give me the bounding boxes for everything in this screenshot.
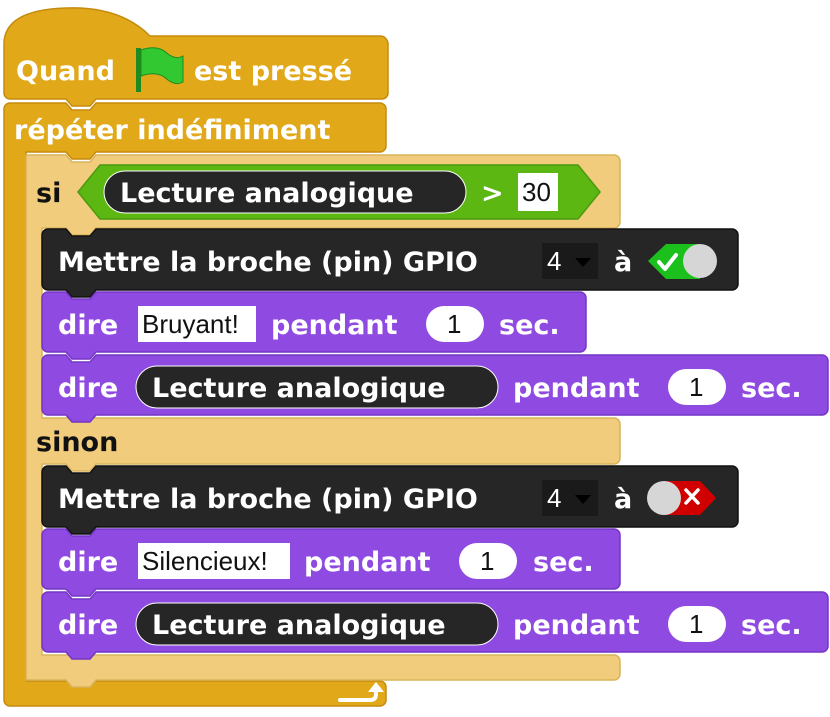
- set-pin-label: Mettre la broche (pin) GPIO: [58, 247, 478, 278]
- say-for-secs-block-2[interactable]: dire Lecture analogique pendant 1 sec.: [41, 354, 829, 423]
- say-label: dire: [58, 610, 118, 641]
- greater-than-operator[interactable]: Lecture analogique > 30: [77, 164, 601, 220]
- analog-read-reporter[interactable]: Lecture analogique: [103, 170, 467, 214]
- say-text-value: Bruyant!: [142, 309, 239, 339]
- forever-block[interactable]: répéter indéfiniment: [3, 102, 387, 707]
- seconds-input[interactable]: [459, 543, 517, 579]
- seconds-value: 1: [447, 309, 461, 339]
- pin-value: 4: [547, 246, 561, 276]
- pin-state-toggle-on[interactable]: [648, 244, 717, 279]
- analog-read-reporter[interactable]: Lecture analogique: [135, 602, 499, 646]
- for-label: pendant: [271, 310, 398, 341]
- if-label: si: [36, 178, 61, 209]
- hat-label-before: Quand: [16, 56, 115, 87]
- unit-label: sec.: [499, 310, 560, 341]
- threshold-value: 30: [522, 177, 551, 207]
- set-pin-block-on[interactable]: Mettre la broche (pin) GPIO 4 à: [41, 228, 739, 298]
- seconds-value: 1: [689, 372, 703, 402]
- loop-arrow-icon: [338, 682, 384, 702]
- seconds-input[interactable]: [668, 369, 726, 405]
- for-label: pendant: [513, 610, 640, 641]
- when-flag-clicked-hat[interactable]: Quand est pressé: [3, 7, 389, 107]
- operator-symbol: >: [481, 178, 504, 209]
- pin-state-toggle-off[interactable]: [647, 481, 716, 515]
- for-label: pendant: [304, 547, 431, 578]
- say-for-secs-block-4[interactable]: dire Lecture analogique pendant 1 sec.: [41, 591, 829, 660]
- analog-read-reporter[interactable]: Lecture analogique: [135, 365, 499, 409]
- chevron-down-icon: [575, 495, 591, 504]
- unit-label: sec.: [533, 547, 594, 578]
- to-label: à: [614, 484, 632, 515]
- say-for-secs-block-1[interactable]: dire Bruyant! pendant 1 sec.: [41, 291, 587, 360]
- say-text-value: Silencieux!: [142, 546, 268, 576]
- say-label: dire: [58, 547, 118, 578]
- threshold-input[interactable]: [518, 173, 558, 211]
- hat-label-after: est pressé: [194, 56, 352, 87]
- pin-dropdown[interactable]: 4: [542, 480, 598, 516]
- chevron-down-icon: [575, 258, 591, 267]
- forever-label: répéter indéfiniment: [14, 115, 330, 146]
- else-label: sinon: [36, 427, 118, 458]
- say-label: dire: [58, 373, 118, 404]
- if-else-block[interactable]: si sinon Lecture analogique > 30: [25, 154, 621, 688]
- set-pin-block-off[interactable]: Mettre la broche (pin) GPIO 4 à: [41, 465, 739, 535]
- say-label: dire: [58, 310, 118, 341]
- for-label: pendant: [513, 373, 640, 404]
- pin-dropdown[interactable]: 4: [542, 243, 598, 279]
- seconds-value: 1: [689, 609, 703, 639]
- condition-reporter-label: Lecture analogique: [120, 178, 414, 209]
- pin-value: 4: [547, 483, 561, 513]
- say-for-secs-block-3[interactable]: dire Silencieux! pendant 1 sec.: [41, 528, 621, 597]
- green-flag-icon: [136, 47, 184, 92]
- say-text-input[interactable]: [138, 543, 290, 579]
- to-label: à: [614, 247, 632, 278]
- unit-label: sec.: [741, 610, 802, 641]
- say-reporter-label: Lecture analogique: [152, 373, 446, 404]
- seconds-value: 1: [480, 546, 494, 576]
- say-reporter-label: Lecture analogique: [152, 610, 446, 641]
- set-pin-label: Mettre la broche (pin) GPIO: [58, 484, 478, 515]
- unit-label: sec.: [741, 373, 802, 404]
- check-icon: [657, 253, 678, 271]
- seconds-input[interactable]: [668, 606, 726, 642]
- say-text-input[interactable]: [138, 306, 256, 342]
- seconds-input[interactable]: [426, 306, 484, 342]
- cross-icon: [684, 488, 700, 505]
